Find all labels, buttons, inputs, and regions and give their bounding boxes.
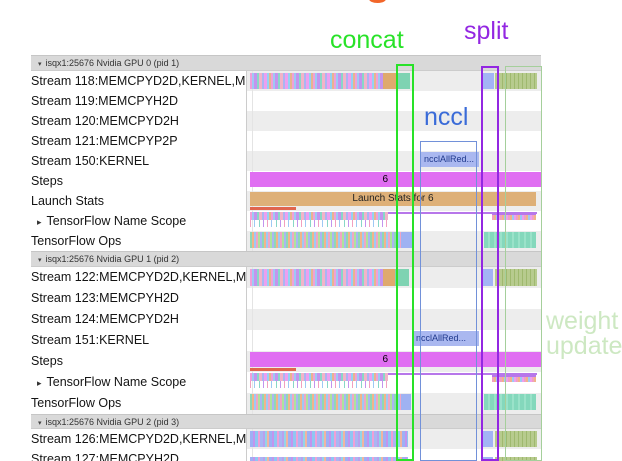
collapse-triangle-icon[interactable]: ▾ [38, 61, 42, 68]
stream127-weight-update-events[interactable] [495, 457, 537, 461]
weight-update-line1: weight [546, 307, 619, 335]
stream122-concat-event[interactable] [395, 269, 409, 286]
stream122-orange-event[interactable] [383, 269, 395, 286]
row-label-stream-122: Stream 122:MEMCPYD2D,KERNEL,MI [31, 267, 246, 288]
row-label-stream-121: Stream 121:MEMCPYP2P [31, 131, 246, 151]
row-label-stream-126: Stream 126:MEMCPYD2D,KERNEL,MI [31, 429, 246, 449]
tf-ops-blue-event-gpu0[interactable] [401, 232, 414, 248]
annotation-label-split: split [464, 17, 509, 45]
row-label-steps: Steps [31, 351, 246, 372]
launch-stats-bar-gpu0[interactable]: Launch Stats for 6 [250, 192, 536, 206]
steps-bar-gpu1[interactable]: 6 [250, 352, 541, 367]
stream118-concat-event[interactable] [396, 73, 410, 89]
stream118-orange-event[interactable] [383, 73, 396, 89]
stream127-kernel-events[interactable] [250, 457, 408, 461]
row-label-tf-name-scope[interactable]: ▸TensorFlow Name Scope [31, 372, 246, 393]
tf-ops-events-gpu1[interactable] [250, 394, 401, 410]
name-scope-ticks-gpu1 [250, 381, 388, 388]
expand-triangle-icon[interactable]: ▸ [37, 217, 42, 227]
track-bg [247, 111, 541, 131]
track-bg [247, 309, 541, 330]
collapse-triangle-icon[interactable]: ▾ [38, 420, 42, 427]
stream122-kernel-events[interactable] [250, 269, 383, 286]
row-label-stream-124: Stream 124:MEMCPYD2H [31, 309, 246, 330]
name-scope-span-gpu1[interactable] [250, 373, 537, 375]
orange-text-fragment [369, 0, 386, 3]
row-label-stream-119: Stream 119:MEMCPYH2D [31, 91, 246, 111]
name-scope-ticks-gpu0 [250, 220, 388, 227]
tf-ops-events-gpu0[interactable] [250, 232, 401, 248]
row-label-steps: Steps [31, 171, 246, 191]
stream126-kernel-events[interactable] [250, 431, 408, 447]
stream118-kernel-events[interactable] [250, 73, 383, 89]
weight-update-line2: update [546, 332, 622, 360]
step-number: 6 [382, 354, 388, 365]
stream118-split-event[interactable] [482, 73, 494, 89]
annotation-box-weight-update [505, 66, 542, 461]
name-scope-events-gpu0[interactable] [250, 212, 388, 220]
annotation-box-split [481, 66, 499, 461]
launch-marker-strip [250, 207, 296, 210]
tf-ops-blue-event-gpu1[interactable] [401, 394, 411, 410]
nccl-allreduce-event-gpu0[interactable]: ncclAllRed... [421, 152, 479, 167]
row-label-launch-stats: Launch Stats [31, 191, 246, 211]
annotation-label-concat: concat [330, 26, 404, 54]
process-header-label: isqx1:25676 Nvidia GPU 2 (pid 3) [45, 417, 180, 427]
steps-bar-gpu0[interactable]: 6 [250, 172, 541, 187]
name-scope-span-gpu0[interactable] [250, 212, 537, 214]
row-label-tf-name-scope[interactable]: ▸TensorFlow Name Scope [31, 211, 246, 231]
step-number: 6 [382, 174, 388, 185]
process-header-label: isqx1:25676 Nvidia GPU 1 (pid 2) [45, 254, 180, 264]
process-header-label: isqx1:25676 Nvidia GPU 0 (pid 1) [45, 58, 180, 68]
row-label-stream-151: Stream 151:KERNEL [31, 330, 246, 351]
nccl-allreduce-event-gpu1[interactable]: ncclAllRed... [413, 331, 479, 346]
row-label-stream-123: Stream 123:MEMCPYH2D [31, 288, 246, 309]
stream122-split-event[interactable] [482, 269, 493, 286]
annotation-label-weight-update: weight update [546, 309, 622, 359]
expand-triangle-icon[interactable]: ▸ [37, 378, 42, 388]
collapse-triangle-icon[interactable]: ▾ [38, 257, 42, 264]
name-scope-right-events-gpu1[interactable] [492, 374, 536, 382]
stream126-split-event[interactable] [482, 431, 493, 447]
row-label-tf-ops: TensorFlow Ops [31, 393, 246, 414]
row-label-tf-ops: TensorFlow Ops [31, 231, 246, 251]
row-label-stream-120: Stream 120:MEMCPYD2H [31, 111, 246, 131]
annotation-box-nccl [420, 141, 477, 461]
name-scope-events-gpu1[interactable] [250, 373, 388, 381]
process-header-gpu0[interactable]: ▾isqx1:25676 Nvidia GPU 0 (pid 1) [31, 55, 541, 71]
launch-marker-strip [250, 368, 296, 371]
name-scope-right-events-gpu0[interactable] [492, 212, 536, 220]
annotation-label-nccl: nccl [424, 103, 469, 131]
row-label-stream-118: Stream 118:MEMCPYD2D,KERNEL,ME [31, 71, 246, 91]
annotation-box-concat [396, 64, 414, 461]
row-label-stream-127: Stream 127:MEMCPYH2D [31, 449, 246, 461]
row-label-stream-150: Stream 150:KERNEL [31, 151, 246, 171]
